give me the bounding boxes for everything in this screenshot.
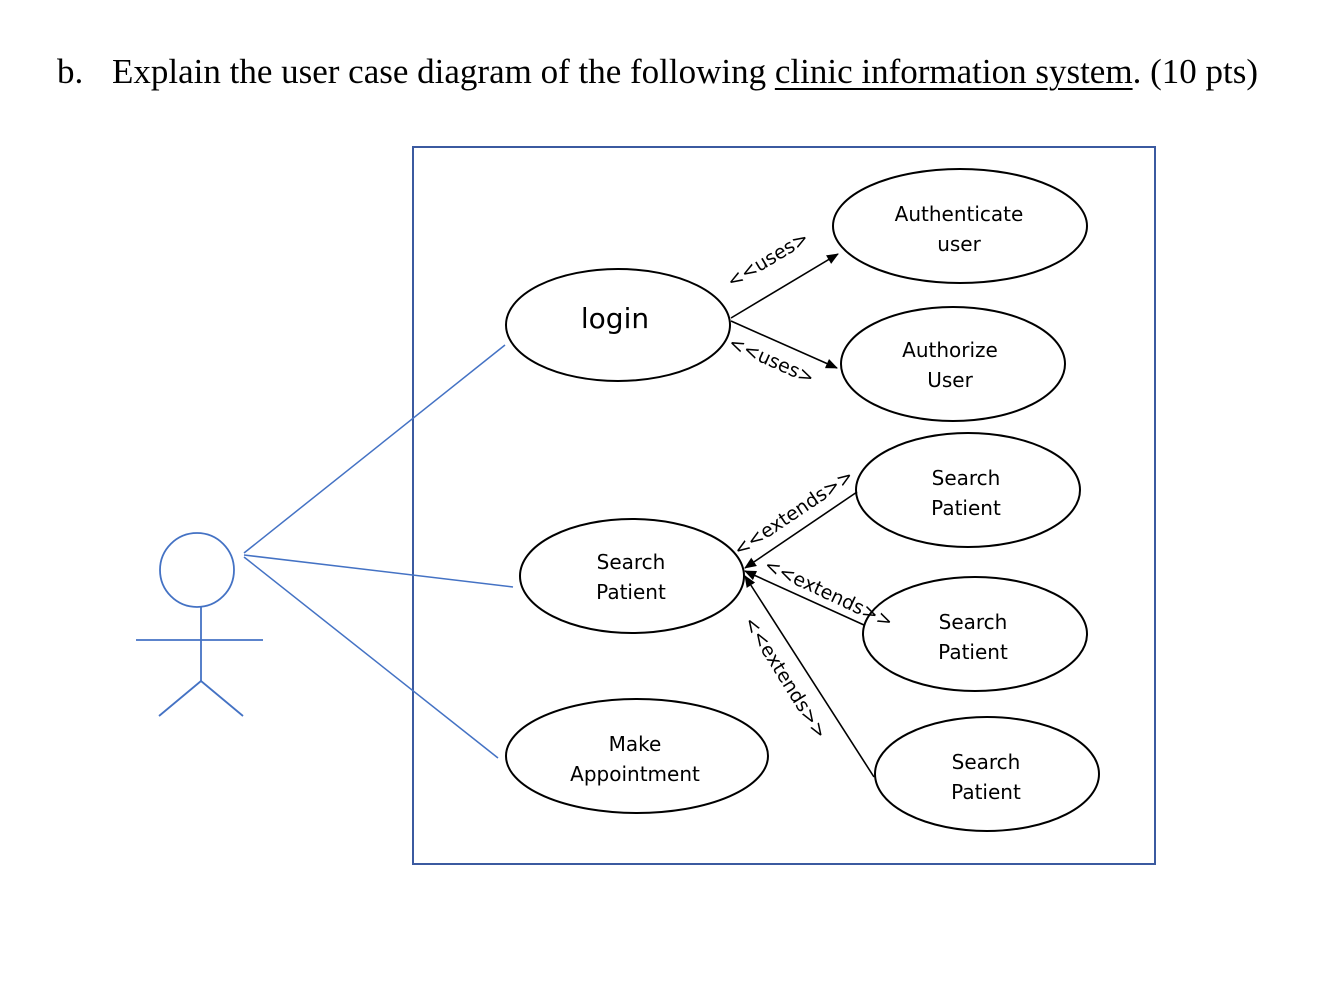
search-patient-ext-2-label-1: Search [939,610,1008,634]
question-points: . (10 pts) [1132,52,1258,91]
extends-label-1: <<extends>> [730,465,858,561]
extends-arrow-3 [744,575,875,778]
actor-right-leg [200,680,244,717]
login-label: login [581,302,649,335]
uses-arrow-authenticate [730,253,839,319]
actor-head [159,532,235,608]
search-patient-ext-1-label-1: Search [932,466,1001,490]
search-patient-ext-1-label-2: Patient [931,496,1001,520]
use-case-search-patient-ext-3 [874,716,1100,832]
search-patient-ext-3-label-1: Search [952,750,1021,774]
search-patient-ext-3-label-2: Patient [951,780,1021,804]
extends-label-3: <<extends>> [739,613,832,743]
extends-label-2: <<extends>> [761,554,897,633]
make-appointment-label-2: Appointment [570,762,700,786]
association-search-patient [243,554,514,588]
search-patient-label-1: Search [597,550,666,574]
use-case-authorize-user [840,306,1066,422]
actor-left-leg [158,680,202,717]
uses-arrow-authorize [730,320,838,369]
use-case-search-patient-ext-2 [862,576,1088,692]
uses-label-2: <<uses> [725,332,817,389]
uses-label-1: <<uses> [723,227,813,293]
use-case-make-appointment [505,698,769,814]
use-case-authenticate-user [832,168,1088,284]
question-label: b. [57,52,84,91]
system-boundary [412,146,1156,865]
association-make-appointment [243,556,499,759]
use-case-search-patient [519,518,745,634]
make-appointment-label-1: Make [609,732,662,756]
use-case-login [505,268,731,382]
search-patient-ext-2-label-2: Patient [938,640,1008,664]
use-case-search-patient-ext-1 [855,432,1081,548]
search-patient-label-2: Patient [596,580,666,604]
extends-arrow-2 [744,570,865,626]
question-heading: b. Explain the user case diagram of the f… [57,52,1258,92]
association-login [243,344,506,554]
authorize-user-label-1: Authorize [902,338,998,362]
question-text: Explain the user case diagram of the fol… [112,52,775,91]
authenticate-user-label-1: Authenticate [895,202,1024,226]
question-underlined-term: clinic information system [774,52,1133,91]
actor-figure [136,532,263,717]
extends-arrow-1 [744,491,858,569]
authenticate-user-label-2: user [937,232,981,256]
authorize-user-label-2: User [927,368,973,392]
